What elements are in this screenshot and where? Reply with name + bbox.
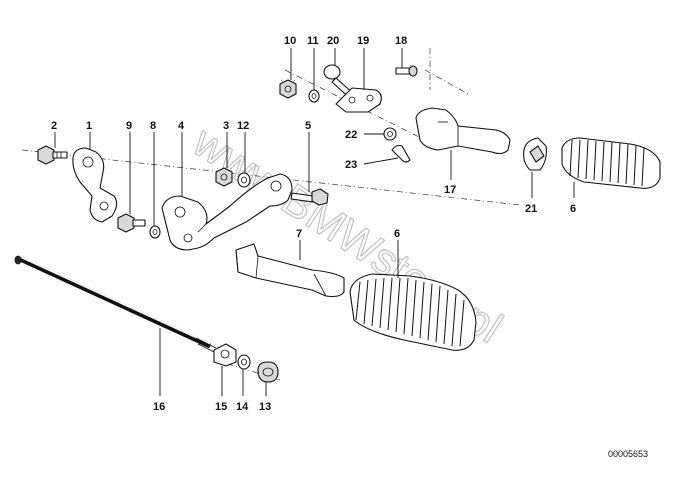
callout-5: 5 <box>305 120 311 132</box>
part-18-screw <box>395 65 418 77</box>
callout-12: 12 <box>237 120 249 132</box>
callout-13: 13 <box>259 401 271 413</box>
callout-16: 16 <box>153 401 165 413</box>
callout-23: 23 <box>345 159 357 171</box>
part-9-bolt <box>117 213 146 233</box>
part-4-footrest-bracket <box>161 173 293 251</box>
callout-18: 18 <box>395 35 407 47</box>
part-3-nut <box>215 167 233 187</box>
callout-3: 3 <box>223 120 229 132</box>
part-22-nut <box>383 127 397 141</box>
callout-4: 4 <box>178 120 185 132</box>
callout-leaders <box>54 48 575 396</box>
callout-1: 1 <box>86 120 92 132</box>
callout-labels: 10 11 20 19 18 2 1 9 8 4 3 12 5 22 23 17… <box>51 35 576 413</box>
part-11-washer <box>308 89 320 103</box>
callout-2: 2 <box>51 120 57 132</box>
diagram-code: 00005653 <box>607 449 648 459</box>
callout-6-front: 6 <box>394 228 400 240</box>
part-19-bracket <box>335 87 382 113</box>
part-1-bracket <box>72 147 118 223</box>
part-13-cap-nut <box>257 361 279 383</box>
part-7-footrest-arm <box>235 243 345 298</box>
callout-9: 9 <box>126 120 132 132</box>
callout-21: 21 <box>525 203 537 215</box>
part-2-bolt <box>37 145 68 165</box>
callout-8: 8 <box>150 120 156 132</box>
part-17-rear-footrest-arm <box>415 107 511 155</box>
part-21-insert <box>523 137 547 171</box>
part-16-long-bolt <box>14 255 217 353</box>
part-14-washer <box>237 354 251 370</box>
callout-15: 15 <box>215 401 227 413</box>
part-10-nut <box>279 79 297 99</box>
callout-22: 22 <box>345 129 357 141</box>
callout-19: 19 <box>357 35 369 47</box>
part-6-rubber-footrest-large <box>349 273 477 351</box>
callout-14: 14 <box>236 401 249 413</box>
callout-7: 7 <box>296 228 302 240</box>
callout-20: 20 <box>327 35 339 47</box>
part-15-spacer <box>213 343 237 367</box>
part-6-rubber-footrest-rear <box>561 137 661 189</box>
callout-6-rear: 6 <box>570 203 576 215</box>
part-8-washer <box>149 225 161 239</box>
callout-10: 10 <box>284 35 296 47</box>
callout-11: 11 <box>307 35 319 47</box>
callout-17: 17 <box>444 184 456 196</box>
part-23-spring-pin <box>391 144 411 163</box>
part-5-bolt <box>290 188 329 206</box>
part-12-washer <box>237 172 251 188</box>
